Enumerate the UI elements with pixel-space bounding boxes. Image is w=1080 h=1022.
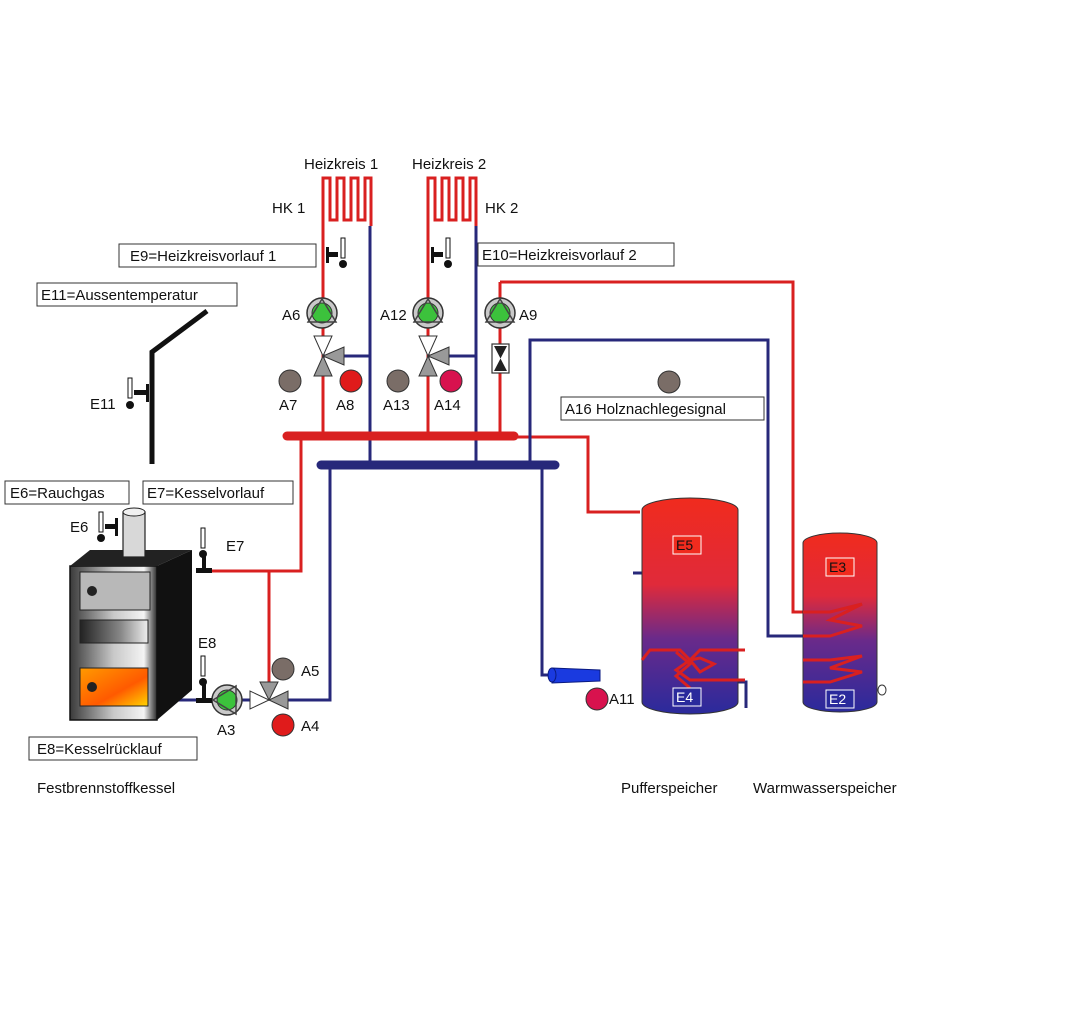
e7-box	[142, 480, 294, 505]
pump-a12-icon	[412, 297, 444, 329]
a4-label: A4	[301, 718, 319, 735]
boiler-caption: Festbrennstoffkessel	[37, 780, 175, 797]
lamp-a5-icon	[271, 657, 295, 681]
lamp-a14-icon	[439, 369, 463, 393]
pump-a6-icon	[306, 297, 338, 329]
e11-box-label: E11=Aussentemperatur	[41, 287, 198, 304]
dhw-tank-icon	[802, 532, 887, 713]
a3-label: A3	[217, 722, 235, 739]
boiler-icon	[69, 507, 192, 721]
sensor-e8-icon	[196, 655, 212, 703]
heizkreis-1-coil-icon	[321, 176, 373, 226]
e11-label: E11	[90, 396, 116, 413]
sensor-e11-icon	[126, 377, 149, 409]
lamp-a11-icon	[585, 687, 609, 711]
a14-label: A14	[434, 397, 461, 414]
sensor-e10-icon	[431, 237, 452, 268]
e9-label: E9=Heizkreisvorlauf 1	[130, 248, 276, 265]
e7-label: E7	[226, 538, 244, 555]
e6-label: E6	[70, 519, 88, 536]
hk2-label: HK 2	[485, 200, 518, 217]
a8-label: A8	[336, 397, 354, 414]
e7-box-label: E7=Kesselvorlauf	[147, 485, 265, 502]
e2-box	[825, 689, 855, 709]
e5-box	[672, 535, 702, 555]
heizkreis-2-coil-icon	[426, 176, 478, 226]
e9-box	[118, 243, 317, 268]
sensor-e6-icon	[97, 511, 118, 542]
lamp-a16-icon	[657, 370, 681, 394]
lamp-a8-icon	[339, 369, 363, 393]
e6-box-label: E6=Rauchgas	[10, 485, 105, 502]
heat-exchanger-icon	[547, 667, 601, 684]
pump-a3-icon	[211, 684, 243, 716]
e8-box-label: E8=Kesselrücklauf	[37, 741, 162, 758]
e8-label: E8	[198, 635, 216, 652]
heizkreis-2-label: Heizkreis 2	[412, 156, 486, 173]
a11-label: A11	[609, 691, 635, 708]
mixing-valve-hk1-icon	[313, 335, 345, 377]
buffer-coil-icon	[673, 650, 693, 690]
e2-label: E2	[829, 691, 846, 707]
a6-label: A6	[282, 307, 300, 324]
e10-box	[477, 242, 675, 267]
sensor-e7-icon	[196, 527, 212, 573]
buffer-tank-icon	[640, 497, 745, 715]
e6-box	[4, 480, 130, 505]
lamp-a4-icon	[271, 713, 295, 737]
a12-label: A12	[380, 307, 407, 324]
e3-box	[825, 557, 855, 577]
e3-label: E3	[829, 559, 846, 575]
e8-box	[28, 736, 198, 761]
buffer-caption: Pufferspeicher	[621, 780, 717, 797]
e4-label: E4	[676, 689, 693, 705]
heizkreis-1-label: Heizkreis 1	[304, 156, 378, 173]
lamp-a13-icon	[386, 369, 410, 393]
dhw-caption: Warmwasserspeicher	[753, 780, 897, 797]
e11-box	[36, 282, 238, 307]
a5-label: A5	[301, 663, 319, 680]
outdoor-wall-icon	[149, 308, 209, 464]
e10-label: E10=Heizkreisvorlauf 2	[482, 247, 637, 264]
a9-label: A9	[519, 307, 537, 324]
mixing-valve-hk2-icon	[418, 335, 450, 377]
e4-box	[672, 687, 702, 707]
a7-label: A7	[279, 397, 297, 414]
hk1-label: HK 1	[272, 200, 305, 217]
a16-label: A16 Holznachlegesignal	[565, 401, 726, 418]
sensor-e9-icon	[326, 237, 347, 268]
mixing-valve-boiler-icon	[249, 681, 289, 710]
pump-a9-icon	[484, 297, 516, 329]
check-valve-icon	[491, 343, 510, 374]
lamp-a7-icon	[278, 369, 302, 393]
a16-box	[560, 396, 765, 421]
a13-label: A13	[383, 397, 410, 414]
e5-label: E5	[676, 537, 693, 553]
